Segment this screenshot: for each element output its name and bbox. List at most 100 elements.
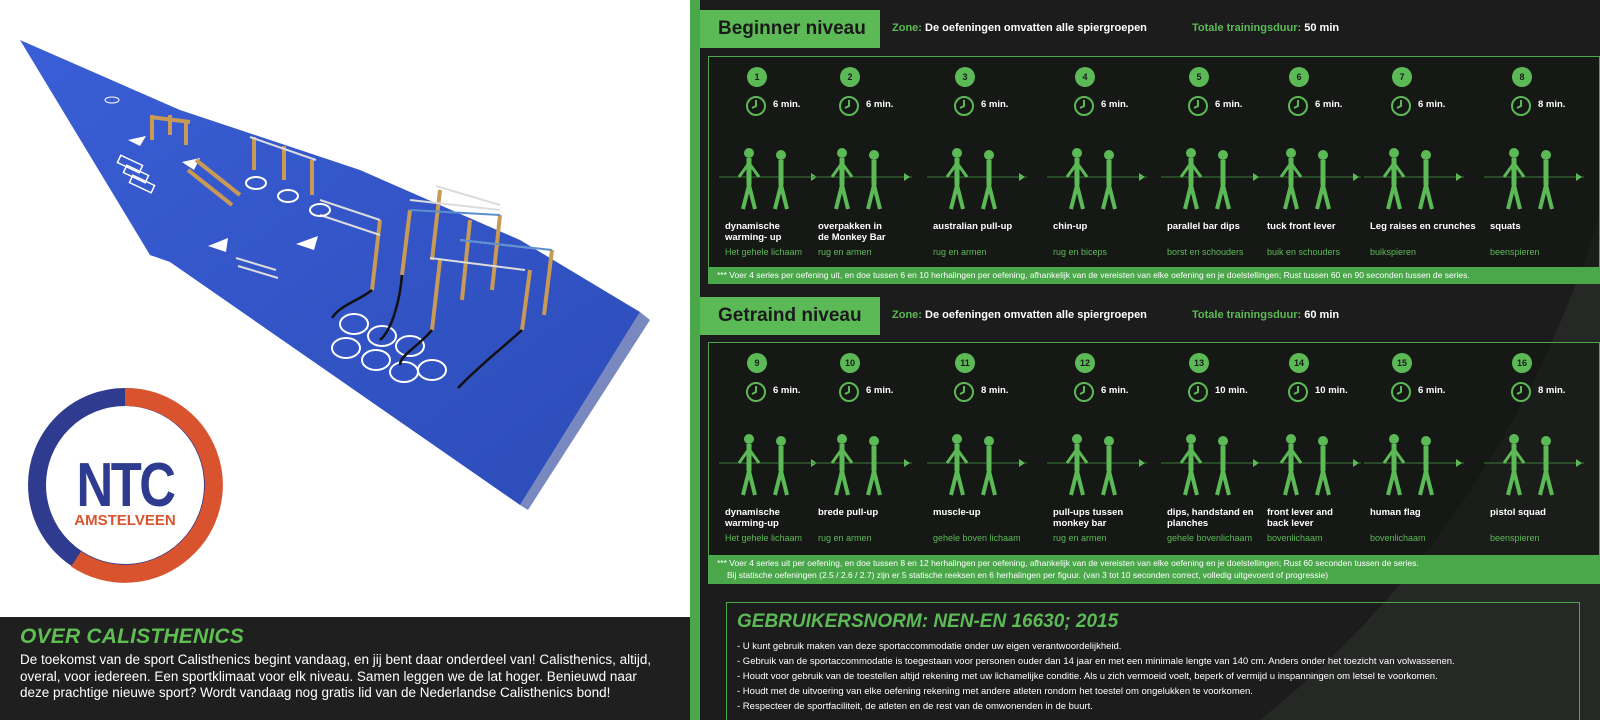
logo-subtext: AMSTELVEEN bbox=[74, 512, 176, 529]
clock-icon bbox=[1188, 96, 1208, 116]
norm-item: - Houdt met de uitvoering van elke oefen… bbox=[737, 686, 1253, 697]
warmup-figure-icon bbox=[719, 434, 819, 496]
exercise-duration: 6 min. bbox=[981, 99, 1009, 110]
exercise-muscle-group: gehele bovenlichaam bbox=[1167, 533, 1253, 543]
trained-header: Getraind niveau Zone: De oefeningen omva… bbox=[700, 297, 1600, 335]
exercise-number: 4 bbox=[1075, 67, 1095, 87]
trained-title: Getraind niveau bbox=[700, 297, 880, 335]
clock-icon bbox=[1511, 382, 1531, 402]
exercise-muscle-group: buikspieren bbox=[1370, 247, 1417, 257]
exercise-number: 13 bbox=[1189, 353, 1209, 373]
norm-item: - U kunt gebruik maken van deze sportacc… bbox=[737, 641, 1122, 652]
about-text: De toekomst van de sport Calisthenics be… bbox=[20, 652, 652, 700]
clock-icon bbox=[954, 382, 974, 402]
clock-icon bbox=[1288, 96, 1308, 116]
exercise-number: 8 bbox=[1512, 67, 1532, 87]
exercise-number: 1 bbox=[747, 67, 767, 87]
ntc-logo: NTC AMSTELVEEN bbox=[24, 384, 226, 586]
exercise-name: Leg raises en crunches bbox=[1370, 221, 1476, 232]
exercise-duration: 10 min. bbox=[1215, 385, 1248, 396]
pullup-monkey-bar-figure-icon bbox=[1047, 434, 1147, 496]
exercise-number: 6 bbox=[1289, 67, 1309, 87]
exercise-number: 14 bbox=[1289, 353, 1309, 373]
exercise-duration: 8 min. bbox=[1538, 385, 1566, 396]
exercise-muscle-group: beenspieren bbox=[1490, 533, 1540, 543]
exercise-duration: 6 min. bbox=[1418, 385, 1446, 396]
exercise-item: 13 10 min. dips, handstand en planches gehe… bbox=[1161, 343, 1271, 553]
exercise-name: overpakken in de Monkey Bar bbox=[818, 221, 886, 243]
exercise-number: 12 bbox=[1075, 353, 1095, 373]
exercise-number: 5 bbox=[1189, 67, 1209, 87]
exercise-name: chin-up bbox=[1053, 221, 1088, 232]
header-arrow-icon bbox=[690, 10, 692, 48]
about-section: OVER CALISTHENICS De toekomst van de spo… bbox=[0, 617, 690, 720]
dips-figure-icon bbox=[1161, 148, 1261, 210]
exercise-name: front lever and back lever bbox=[1267, 507, 1333, 529]
exercise-muscle-group: bovenlichaam bbox=[1267, 533, 1323, 543]
warmup-figure-icon bbox=[719, 148, 819, 210]
clock-icon bbox=[839, 382, 859, 402]
clock-icon bbox=[1074, 96, 1094, 116]
exercise-name: dynamische warming-up bbox=[725, 507, 780, 529]
beginner-duration: Totale trainingsduur: 50 min bbox=[1192, 22, 1340, 34]
exercise-name: tuck front lever bbox=[1267, 221, 1336, 232]
exercise-number: 16 bbox=[1512, 353, 1532, 373]
series-note-line: *** Voer 4 series per oefening uit, en d… bbox=[717, 270, 1470, 280]
background-glow bbox=[1260, 213, 1600, 720]
exercise-muscle-group: rug en armen bbox=[818, 533, 872, 543]
calisthenics-park-render bbox=[20, 40, 650, 510]
clock-icon bbox=[1288, 382, 1308, 402]
user-norm-box: GEBRUIKERSNORM: NEN-EN 16630; 2015 - U k… bbox=[726, 602, 1580, 720]
exercise-muscle-group: Het gehele lichaam bbox=[725, 533, 803, 543]
norm-title: GEBRUIKERSNORM: NEN-EN 16630; 2015 bbox=[737, 611, 1119, 632]
exercise-name: parallel bar dips bbox=[1167, 221, 1240, 232]
series-note: *** Voer 4 series per oefening uit, en d… bbox=[709, 267, 1599, 283]
exercise-number: 15 bbox=[1392, 353, 1412, 373]
exercise-muscle-group: rug en armen bbox=[1053, 533, 1107, 543]
about-title: OVER CALISTHENICS bbox=[20, 625, 244, 648]
exercise-item: 16 8 min. pistol squad beenspieren bbox=[1484, 343, 1594, 553]
clock-icon bbox=[954, 96, 974, 116]
squat-figure-icon bbox=[1484, 148, 1584, 210]
monkey-bar-figure-icon bbox=[812, 148, 912, 210]
tuck-lever-figure-icon bbox=[1261, 148, 1361, 210]
exercise-name: dips, handstand en planches bbox=[1167, 507, 1254, 529]
clock-icon bbox=[1188, 382, 1208, 402]
norm-item: - Houdt voor gebruik van de toestellen a… bbox=[737, 671, 1438, 682]
trained-zone: Zone: De oefeningen omvatten alle spierg… bbox=[892, 309, 1147, 321]
norm-item: - Gebruik van de sportaccommodatie is to… bbox=[737, 656, 1455, 667]
wide-pullup-figure-icon bbox=[812, 434, 912, 496]
exercise-muscle-group: rug en biceps bbox=[1053, 247, 1108, 257]
left-panel: NTC AMSTELVEEN OVER CALISTHENICS De toek… bbox=[0, 0, 690, 720]
exercise-name: dynamische warming- up bbox=[725, 221, 782, 243]
series-note-line: *** Voer 4 series uit per oefening, en d… bbox=[717, 558, 1419, 568]
beginner-header: Beginner niveau Zone: De oefeningen omva… bbox=[700, 10, 1600, 48]
pistol-squat-figure-icon bbox=[1484, 434, 1584, 496]
exercise-name: pistol squad bbox=[1490, 507, 1546, 518]
exercise-number: 2 bbox=[840, 67, 860, 87]
clock-icon bbox=[839, 96, 859, 116]
exercise-muscle-group: bovenlichaam bbox=[1370, 533, 1426, 543]
header-arrow-icon bbox=[690, 297, 692, 335]
clock-icon bbox=[1511, 96, 1531, 116]
blue-surface bbox=[20, 40, 640, 505]
right-panel: Beginner niveau Zone: De oefeningen omva… bbox=[690, 0, 1600, 720]
norm-list: - U kunt gebruik maken van deze sportacc… bbox=[737, 639, 1569, 714]
exercise-duration: 6 min. bbox=[1418, 99, 1446, 110]
trained-duration: Totale trainingsduur: 60 min bbox=[1192, 309, 1340, 321]
clock-icon bbox=[746, 96, 766, 116]
exercise-duration: 6 min. bbox=[866, 385, 894, 396]
exercise-duration: 6 min. bbox=[773, 99, 801, 110]
clock-icon bbox=[1391, 382, 1411, 402]
